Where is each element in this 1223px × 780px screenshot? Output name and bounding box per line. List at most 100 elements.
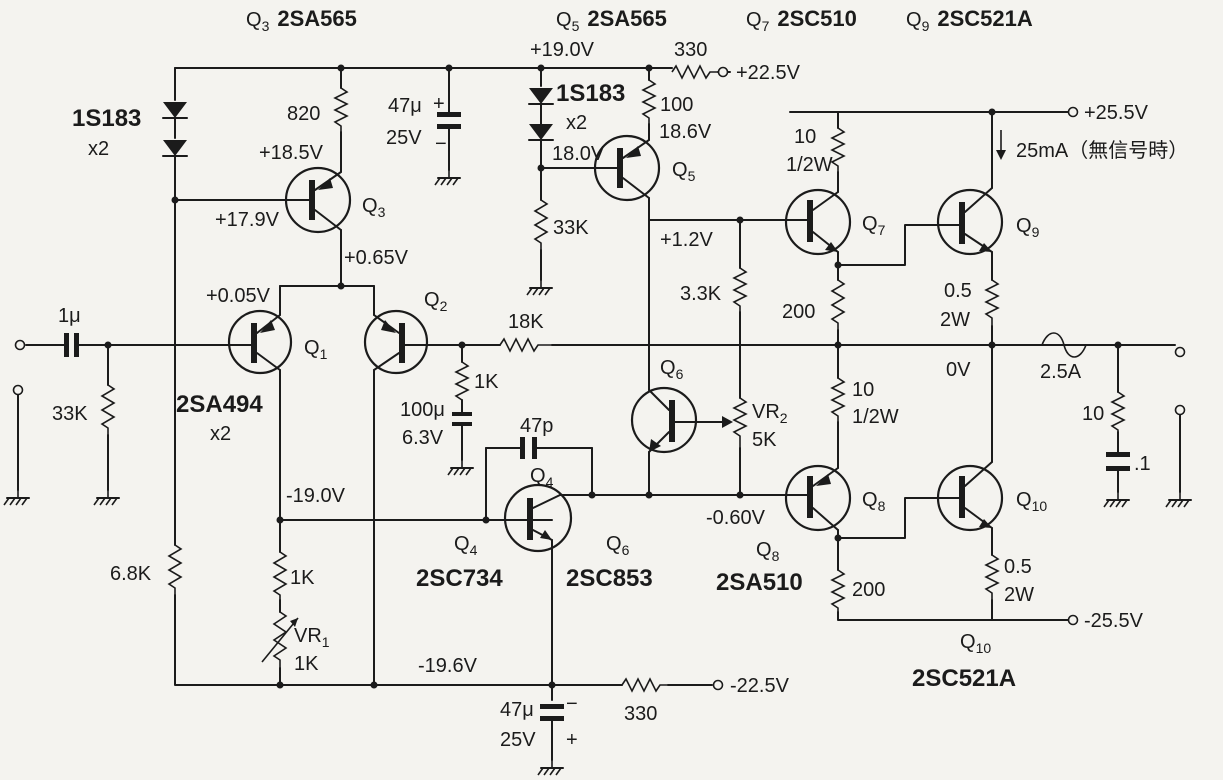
label-r10-q7: 10 xyxy=(794,126,816,148)
diode-1s183-right xyxy=(528,88,554,141)
resistor-330-top xyxy=(671,64,718,80)
transistor-q9 xyxy=(936,187,1004,256)
resistor-0.5-top xyxy=(984,279,1000,326)
transistor-q1 xyxy=(227,309,293,375)
terminals xyxy=(12,66,1186,691)
label-fuse: 2.5A xyxy=(1040,361,1082,383)
pos25-terminal xyxy=(1067,106,1079,118)
input-ground-terminal xyxy=(12,384,24,396)
resistor-10-q8 xyxy=(830,377,846,422)
transistor-q3 xyxy=(284,166,352,234)
voltage-18.5v: +18.5V xyxy=(259,142,324,164)
resistor-33k-input xyxy=(100,384,116,435)
voltage-0v: 0V xyxy=(946,359,971,381)
transistor-q5 xyxy=(593,134,661,202)
label-r0.5-bottom-watt: 2W xyxy=(1004,584,1034,606)
neg22-terminal xyxy=(712,679,724,691)
neg25-terminal xyxy=(1067,614,1079,626)
resistor-3.3k xyxy=(732,267,748,312)
label-r18k: 18K xyxy=(508,311,544,333)
resistor-1k-bottom xyxy=(272,551,288,600)
label-r1k-bottom: 1K xyxy=(290,567,315,589)
transistor-q7 xyxy=(784,188,852,256)
resistor-200-top xyxy=(830,279,846,330)
label-c47-top: 47μ xyxy=(388,95,422,117)
voltage-neg0.6v: -0.60V xyxy=(706,507,766,529)
ref-q3: Q3 xyxy=(362,195,386,220)
label-idle-current: 25mA（無信号時） xyxy=(1016,139,1188,162)
part-2sc734: 2SC734 xyxy=(416,565,503,592)
label-c-out: .1 xyxy=(1134,453,1151,475)
label-r820: 820 xyxy=(287,103,320,125)
capacitors xyxy=(55,112,1130,731)
label-r330-bottom: 330 xyxy=(624,703,657,725)
voltage-neg19.6v: -19.6V xyxy=(418,655,478,677)
wires xyxy=(17,67,1181,761)
pos22-terminal xyxy=(717,66,729,78)
label-vr2-value: 5K xyxy=(752,429,777,451)
capacitor-1u xyxy=(55,333,83,357)
capacitor-47u-top xyxy=(437,112,461,139)
label-c-in: 1μ xyxy=(58,305,81,327)
capacitor-0.1 xyxy=(1106,452,1130,475)
ref-q4-label: Q4 xyxy=(454,533,478,558)
label-c47-top-plus: + xyxy=(433,93,445,115)
label-r3.3k: 3.3K xyxy=(680,283,722,305)
resistor-820 xyxy=(333,87,349,132)
ref-q7: Q7 xyxy=(862,213,886,238)
resistor-100 xyxy=(641,79,657,124)
part-2sc521a: 2SC521A xyxy=(912,665,1016,692)
label-c100: 100μ xyxy=(400,399,445,421)
ref-q8-label: Q8 xyxy=(756,539,780,564)
label-r200-bottom: 200 xyxy=(852,579,885,601)
label-r100: 100 xyxy=(660,94,693,116)
fuse xyxy=(1041,332,1087,358)
junctions xyxy=(104,64,1122,689)
label-c47-bottom-plus: + xyxy=(566,729,578,751)
pot-vr1 xyxy=(272,611,288,668)
ref-q6-label: Q6 xyxy=(606,533,630,558)
part-2sc853: 2SC853 xyxy=(566,565,653,592)
voltage-17.9v: +17.9V xyxy=(215,209,280,231)
potentiometers xyxy=(261,397,748,668)
capacitor-100u xyxy=(452,412,472,433)
label-r6.8k: 6.8K xyxy=(110,563,152,585)
ref-q4: Q4 xyxy=(530,465,554,490)
label-c47-bottom-voltage: 25V xyxy=(500,729,536,751)
voltage-1.2v: +1.2V xyxy=(660,229,713,251)
label-r10-output: 10 xyxy=(1082,403,1104,425)
vr2-wiper-arrow xyxy=(722,416,733,428)
label-c47p: 47p xyxy=(520,415,553,437)
diode-1s183-left xyxy=(162,102,188,169)
diode-left-qty: x2 xyxy=(88,138,109,160)
resistor-200-bottom xyxy=(830,569,846,612)
label-r10-q7-watt: 1/2W xyxy=(786,154,833,176)
capacitor-47p xyxy=(520,437,546,459)
voltage-0.05v: +0.05V xyxy=(206,285,271,307)
diode-left-part: 1S183 xyxy=(72,105,141,132)
rail-neg25: -25.5V xyxy=(1084,610,1144,632)
resistor-10-output xyxy=(1110,391,1126,432)
transistor-q6 xyxy=(630,386,698,454)
label-r330-top: 330 xyxy=(674,39,707,61)
rail-pos25: +25.5V xyxy=(1084,102,1149,124)
transistor-q8 xyxy=(784,464,852,532)
label-c100-voltage: 6.3V xyxy=(402,427,444,449)
ref-q1: Q1 xyxy=(304,337,328,362)
transistor-q4 xyxy=(485,483,581,553)
output-ground-terminal xyxy=(1174,404,1186,416)
label-r200-top: 200 xyxy=(782,301,815,323)
label-r1k-feedback: 1K xyxy=(474,371,499,393)
diode-right-qty: x2 xyxy=(566,112,587,134)
voltage-18.6v: 18.6V xyxy=(659,121,712,143)
resistor-10-q7 xyxy=(830,127,846,172)
voltage-18.0v: 18.0V xyxy=(552,143,605,165)
part-2sa494: 2SA494 xyxy=(176,391,263,418)
label-r33k-input: 33K xyxy=(52,403,88,425)
ref-q10: Q10 xyxy=(1016,489,1047,514)
